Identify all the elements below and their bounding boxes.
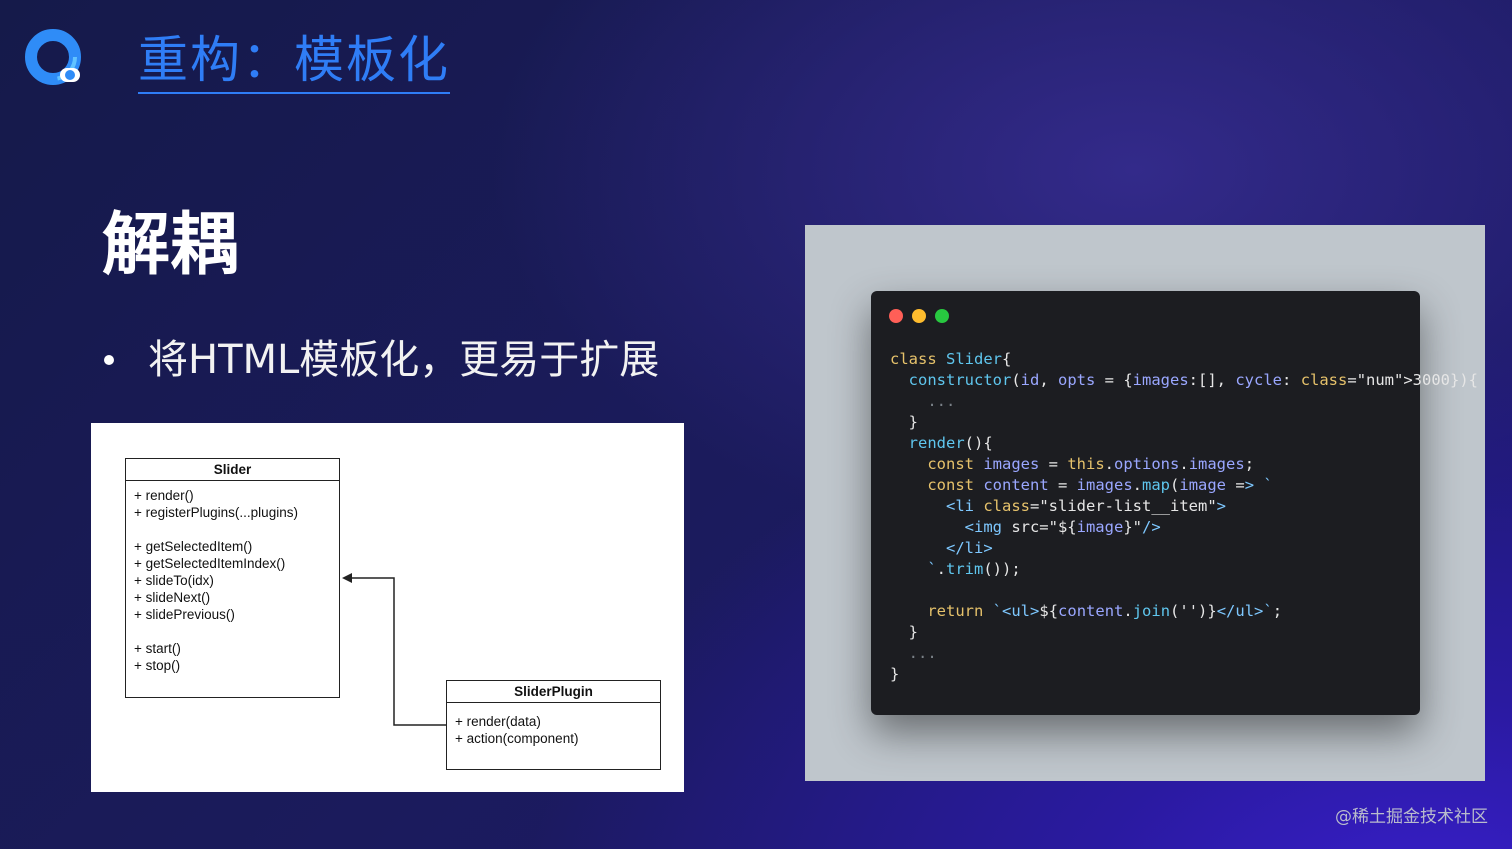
bullet-item: 将HTML模板化，更易于扩展	[104, 332, 659, 388]
bullet-dot-icon	[104, 355, 114, 365]
method-line: + slideTo(idx)	[134, 573, 214, 588]
code-line: render(){	[908, 434, 993, 452]
method-line: + render()	[134, 488, 194, 503]
code-line: const images = this.options.images;	[927, 455, 1255, 473]
method-line: + stop()	[134, 658, 181, 673]
code-line: constructor(id, opts = {images:[], cycle…	[908, 371, 1479, 389]
method-line: + registerPlugins(...plugins)	[134, 505, 298, 520]
code-line: <img src="${image}"/>	[964, 518, 1161, 536]
close-dot-icon	[889, 309, 903, 323]
code-line: }	[890, 413, 918, 431]
footer-credit: @稀土掘金技术社区	[1335, 807, 1488, 827]
method-line: + action(component)	[455, 731, 579, 746]
code-line	[890, 580, 1478, 601]
maximize-dot-icon	[935, 309, 949, 323]
q-ring-logo-icon	[24, 28, 84, 88]
method-line: + slideNext()	[134, 590, 211, 605]
code-line: </li>	[946, 539, 993, 557]
code-line: }	[890, 623, 918, 641]
slider-class-box: Slider + render() + registerPlugins(...p…	[125, 458, 340, 698]
code-line: }	[890, 665, 900, 683]
method-line: + start()	[134, 641, 181, 656]
slider-plugin-class-name: SliderPlugin	[447, 681, 660, 703]
bullet-text: 将HTML模板化，更易于扩展	[148, 337, 660, 383]
method-line: + slidePrevious()	[134, 607, 235, 622]
window-controls	[889, 309, 949, 323]
method-line: + render(data)	[455, 714, 541, 729]
code-line: ...	[890, 392, 956, 410]
code-line: class Slider{	[890, 350, 1012, 368]
slider-class-name: Slider	[126, 459, 339, 481]
inheritance-arrow	[342, 573, 447, 726]
code-line: <li class="slider-list__item">	[946, 497, 1226, 515]
code-block: class Slider{ constructor(id, opts = {im…	[890, 349, 1478, 685]
code-line: ...	[890, 644, 937, 662]
minimize-dot-icon	[912, 309, 926, 323]
code-line: const content = images.map(image => `	[927, 476, 1273, 494]
code-window: class Slider{ constructor(id, opts = {im…	[871, 291, 1478, 715]
slider-plugin-methods: + render(data) + action(component)	[447, 703, 660, 753]
code-line: return `<ul>${content.join('')}</ul>`;	[927, 602, 1283, 620]
uml-diagram: Slider + render() + registerPlugins(...p…	[91, 423, 684, 792]
section-heading: 解耦	[102, 206, 239, 285]
slider-class-methods: + render() + registerPlugins(...plugins)…	[126, 481, 339, 680]
page-title: 重构：模板化	[138, 30, 450, 94]
method-line: + getSelectedItem()	[134, 539, 253, 554]
method-line: + getSelectedItemIndex()	[134, 556, 286, 571]
code-screenshot-frame: class Slider{ constructor(id, opts = {im…	[805, 225, 1485, 781]
code-line: `.trim());	[927, 560, 1021, 578]
slider-plugin-class-box: SliderPlugin + render(data) + action(com…	[446, 680, 661, 770]
